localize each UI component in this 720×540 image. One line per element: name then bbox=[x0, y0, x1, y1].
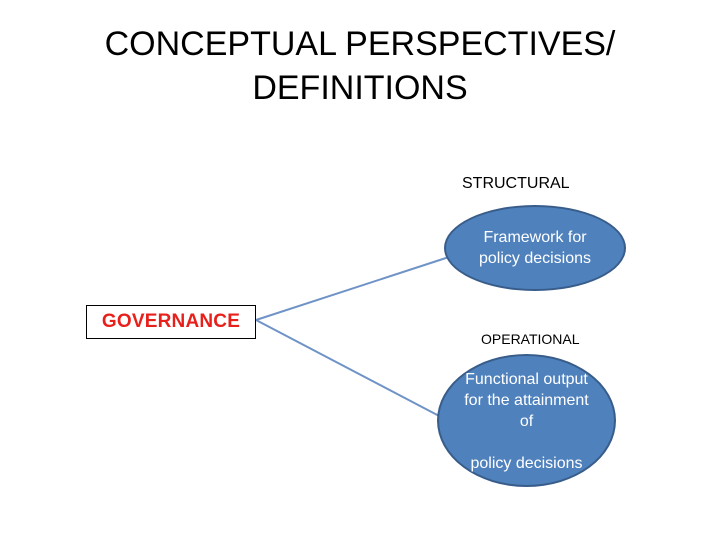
structural-ellipse: Framework for policy decisions bbox=[444, 205, 626, 291]
operational-ellipse: Functional output for the attainment of … bbox=[437, 354, 616, 487]
slide-title: CONCEPTUAL PERSPECTIVES/ DEFINITIONS bbox=[0, 22, 720, 110]
connector-to-operational bbox=[255, 319, 444, 419]
connector-to-structural bbox=[255, 256, 450, 321]
governance-box: GOVERNANCE bbox=[86, 305, 256, 339]
structural-label: STRUCTURAL bbox=[462, 175, 570, 192]
slide-title-line-2: DEFINITIONS bbox=[252, 69, 468, 107]
governance-label: GOVERNANCE bbox=[101, 311, 241, 332]
slide-title-line-1: CONCEPTUAL PERSPECTIVES/ bbox=[104, 25, 616, 63]
operational-description-last: policy decisions bbox=[470, 455, 583, 472]
operational-description: Functional output for the attainment of bbox=[464, 371, 589, 430]
operational-label: OPERATIONAL bbox=[481, 331, 580, 347]
structural-description: Framework for policy decisions bbox=[478, 229, 592, 267]
